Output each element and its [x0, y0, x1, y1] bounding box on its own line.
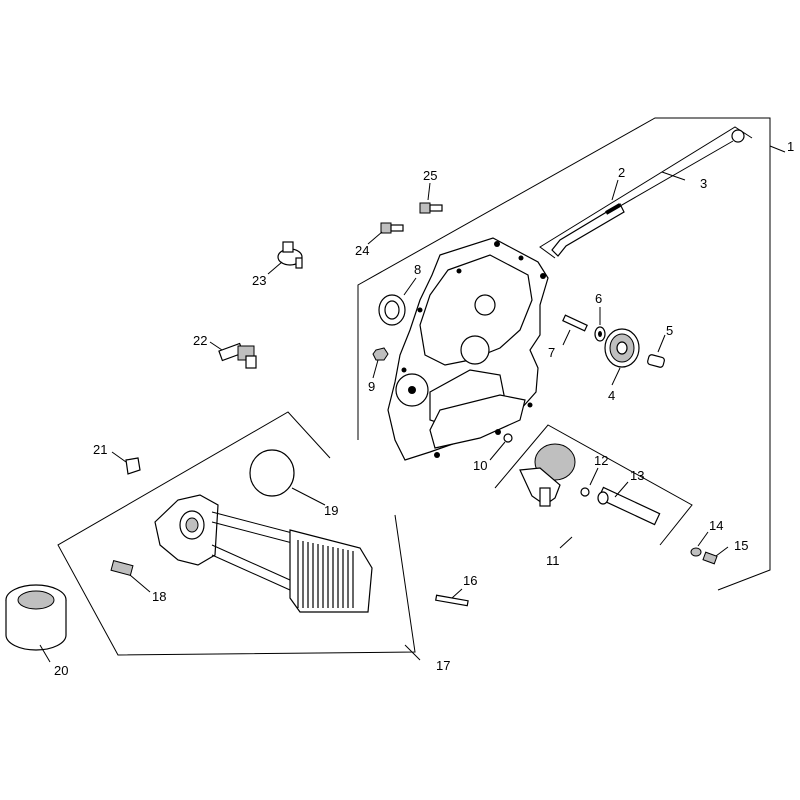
- oil-filter: [5, 584, 67, 651]
- o-ring: [503, 433, 513, 443]
- callout-9: 9: [368, 379, 375, 394]
- breather-valve: [277, 241, 303, 269]
- governor-assembly: [519, 443, 576, 507]
- ring: [580, 487, 590, 497]
- gear-shaft: [647, 354, 665, 368]
- oil-seal: [378, 294, 406, 326]
- callout-6: 6: [595, 291, 602, 306]
- callout-25: 25: [423, 168, 437, 183]
- nut: [372, 347, 389, 361]
- long-bolt: [435, 594, 469, 607]
- callout-11: 11: [546, 553, 560, 568]
- bolt-24: [380, 222, 404, 234]
- callout-8: 8: [414, 262, 421, 277]
- bolt-15: [702, 551, 718, 565]
- callout-22: 22: [193, 333, 207, 348]
- callout-17: 17: [436, 658, 450, 673]
- callout-21: 21: [93, 442, 107, 457]
- callout-4: 4: [608, 388, 615, 403]
- crankcase-cover: [387, 237, 549, 461]
- elbow-fitting: [218, 342, 257, 369]
- governor-shaft: [597, 486, 661, 526]
- clip: [125, 457, 141, 475]
- callout-3: 3: [700, 176, 707, 191]
- bolt-25: [419, 202, 443, 214]
- leader-lines: [39, 171, 729, 663]
- callout-2: 2: [618, 165, 625, 180]
- callout-12: 12: [594, 453, 608, 468]
- washer: [594, 326, 606, 342]
- callout-19: 19: [324, 503, 338, 518]
- threaded-fitting: [110, 559, 134, 577]
- callout-20: 20: [54, 663, 68, 678]
- dipstick: [551, 129, 745, 257]
- callout-5: 5: [666, 323, 673, 338]
- oil-cooler: [154, 494, 373, 613]
- callout-1: 1: [787, 139, 794, 154]
- group-17-boundary: [57, 411, 416, 656]
- callout-14: 14: [709, 518, 723, 533]
- callout-7: 7: [548, 345, 555, 360]
- callout-15: 15: [734, 538, 748, 553]
- callout-23: 23: [252, 273, 266, 288]
- governor-gear: [604, 328, 640, 368]
- callout-16: 16: [463, 573, 477, 588]
- callout-10: 10: [473, 458, 487, 473]
- callout-18: 18: [152, 589, 166, 604]
- group-11-boundary: [494, 424, 693, 546]
- pin: [562, 314, 588, 332]
- washer-14: [690, 547, 702, 557]
- callout-labels: 1 2 3 4 5 6 7 8 9 10 11 12 13 14 15 16 1…: [54, 139, 794, 678]
- callout-13: 13: [630, 468, 644, 483]
- large-o-ring: [249, 449, 295, 497]
- cooler-fins: [297, 540, 354, 608]
- group-1-boundary: [357, 117, 786, 591]
- callout-24: 24: [355, 243, 369, 258]
